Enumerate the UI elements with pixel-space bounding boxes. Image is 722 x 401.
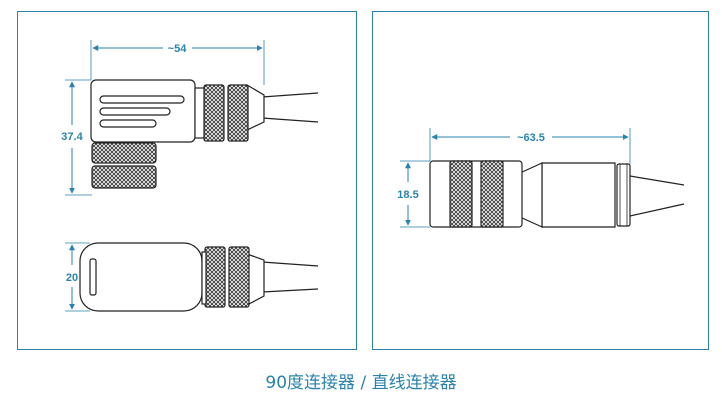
- cable-gland: [246, 83, 265, 131]
- knurled-ring: [480, 160, 504, 228]
- angled-connector-top-view: [90, 79, 319, 189]
- dimension-straight-length: ~63.5: [429, 128, 631, 164]
- connector-body: [429, 160, 523, 228]
- straight-connector-view: [429, 160, 685, 228]
- knurled-ring: [204, 246, 226, 308]
- dimension-label: ~54: [168, 43, 188, 55]
- dimension-angled-height: 37.4: [61, 79, 92, 196]
- angled-connector-side-view: [79, 242, 319, 312]
- coupling-nut: [91, 142, 157, 164]
- dimension-label: 37.4: [61, 131, 83, 143]
- dimension-angled-side-height: 20: [65, 242, 90, 312]
- connector-body: [79, 242, 203, 312]
- dimension-angled-width: ~54: [90, 40, 265, 85]
- dimension-straight-diameter: 18.5: [397, 160, 430, 228]
- dimension-label: 20: [66, 272, 78, 284]
- coupling-nut: [91, 165, 157, 189]
- knurled-ring: [449, 160, 473, 228]
- knurled-ring: [227, 84, 249, 142]
- knurled-ring: [228, 246, 250, 308]
- connector-sleeve: [541, 162, 616, 228]
- cable-gland: [616, 163, 631, 227]
- knurled-ring: [203, 84, 225, 142]
- cable: [629, 175, 685, 217]
- dimension-label: ~63.5: [517, 132, 545, 144]
- dimension-label: 18.5: [397, 189, 418, 201]
- cable: [261, 92, 319, 123]
- cable: [261, 261, 319, 293]
- figure-caption: 90度连接器 / 直线连接器: [265, 373, 457, 393]
